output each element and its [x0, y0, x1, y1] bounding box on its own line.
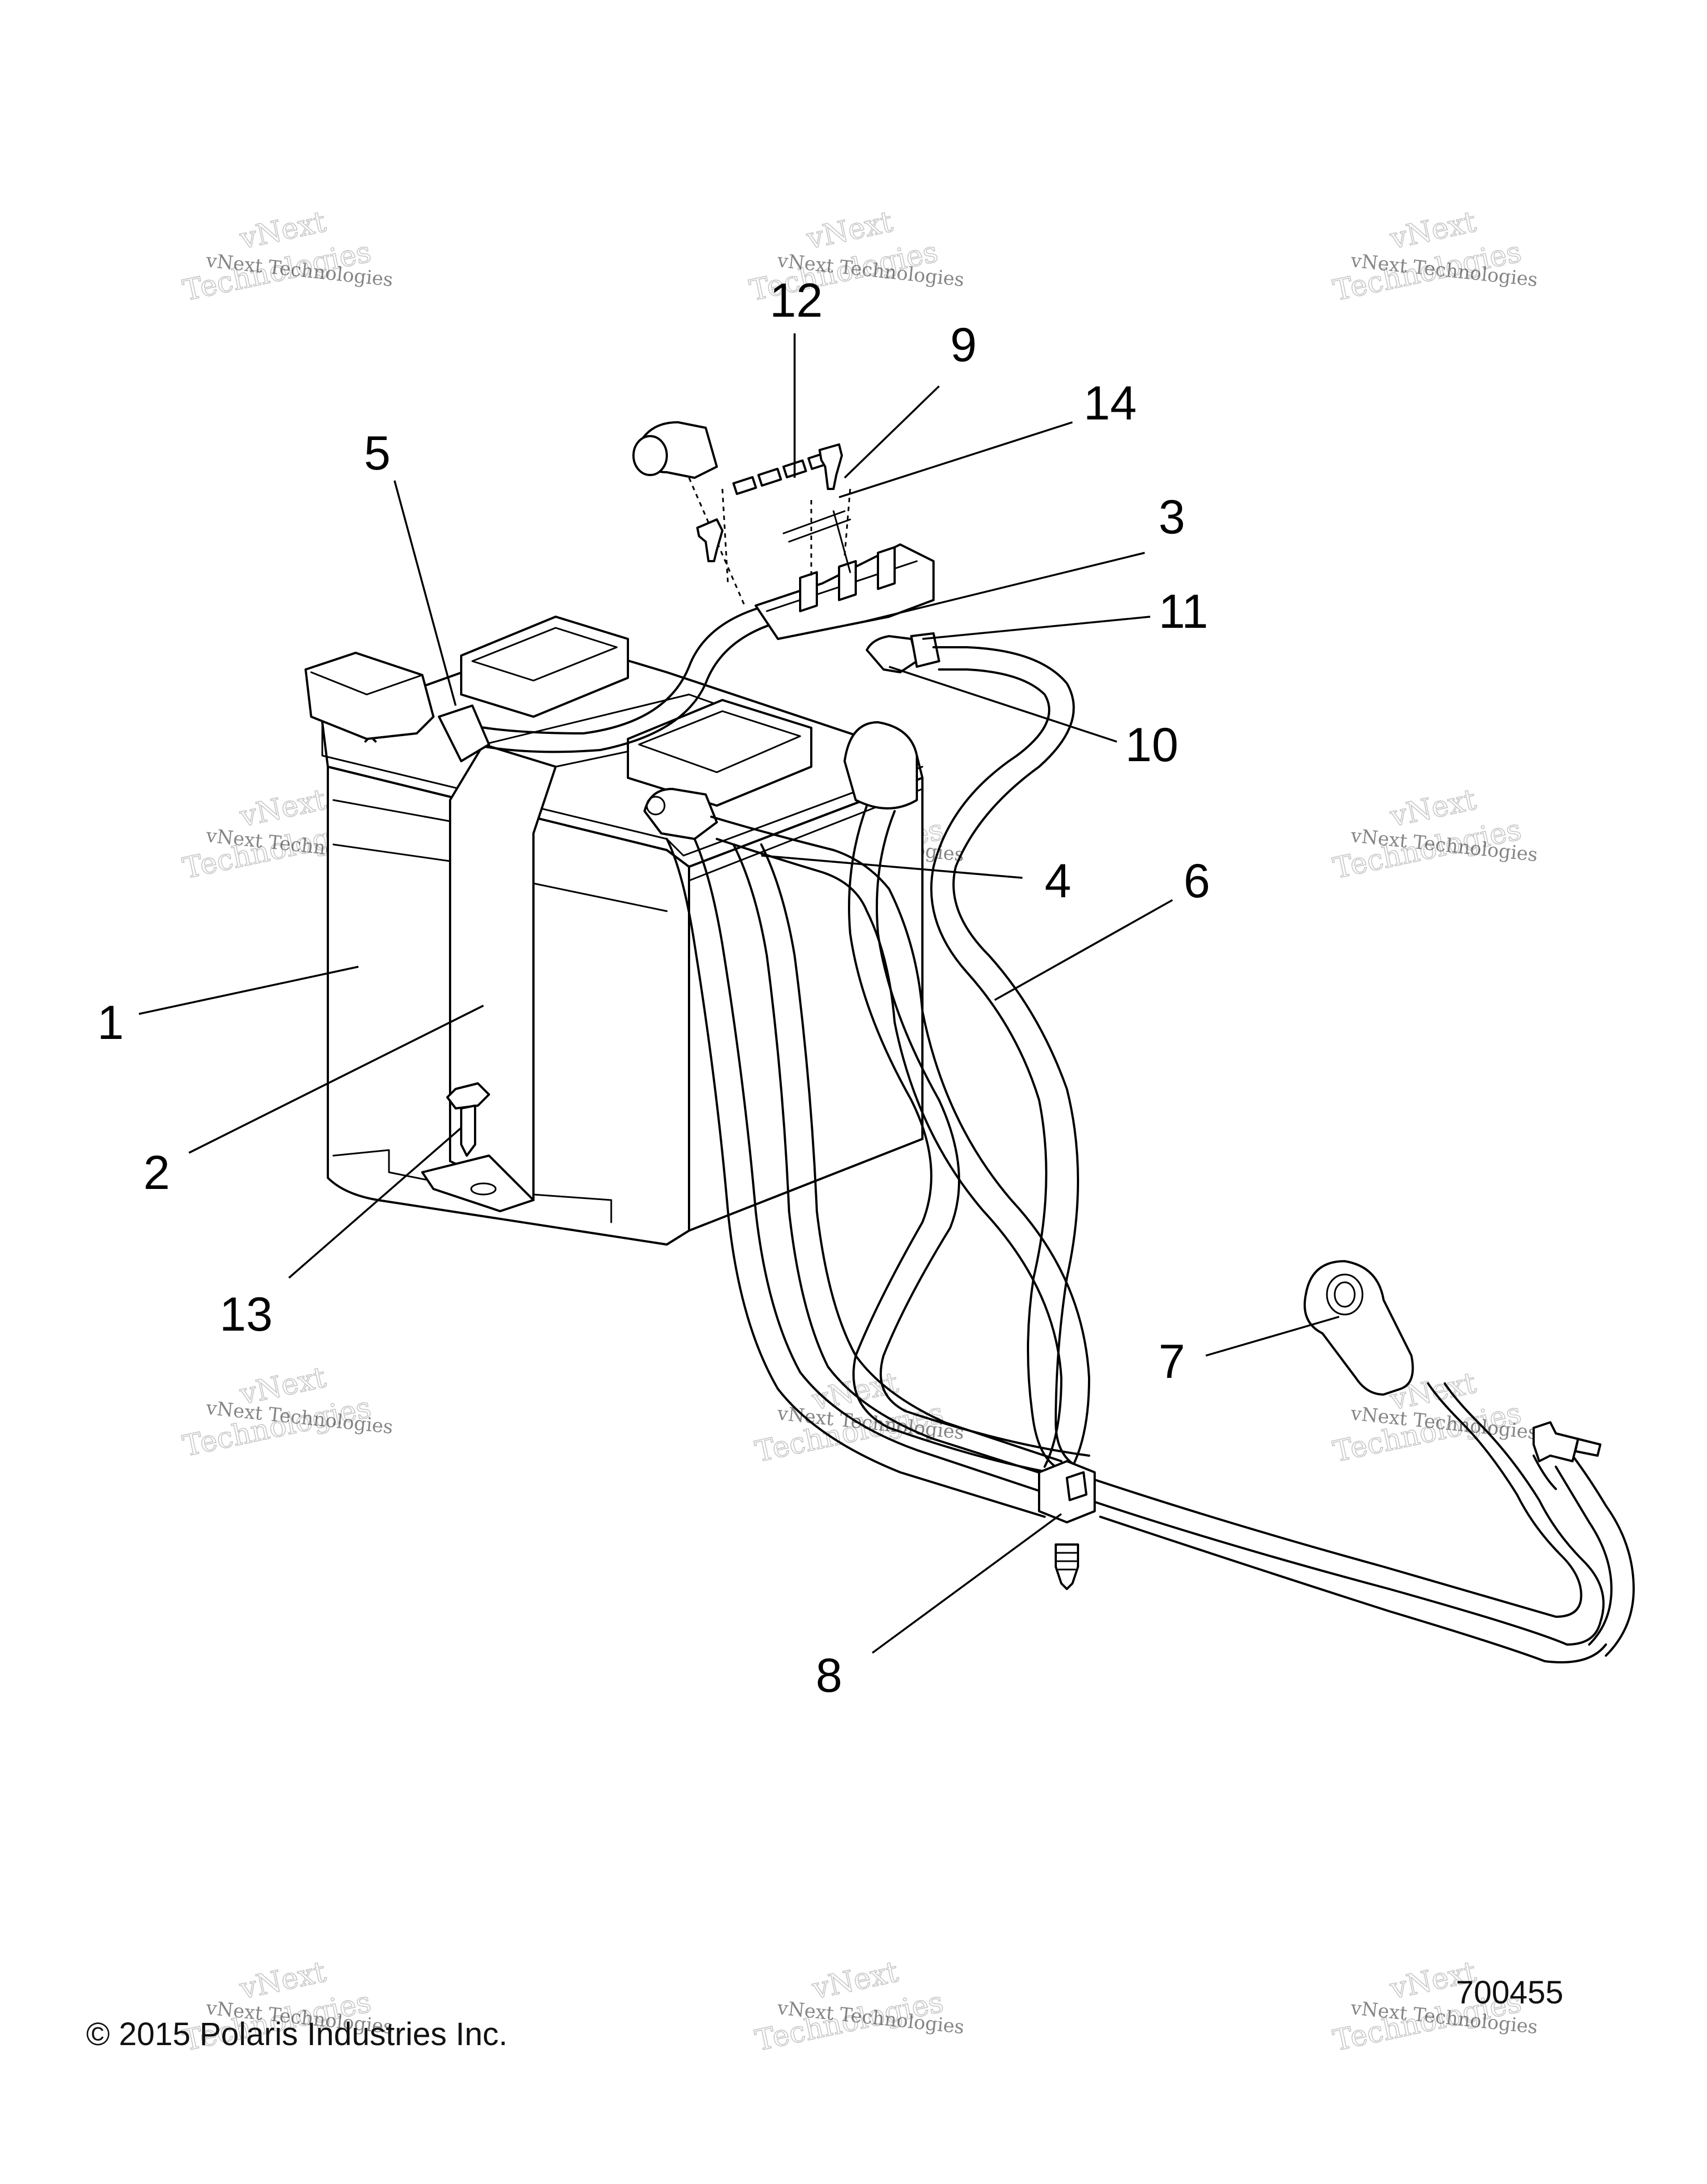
- mini-fuse: [757, 467, 782, 487]
- leader-3: [861, 552, 1145, 623]
- callout-6: 6: [1184, 854, 1210, 908]
- boot-round: [843, 721, 918, 809]
- right-vent-cap: [627, 699, 812, 807]
- fuse-stud-1: [799, 571, 818, 612]
- callouts: 1 2 3 4 5 6 7 8 9 10 11 12 13 14: [97, 274, 1210, 1702]
- leader-6: [994, 899, 1173, 1001]
- fuse-screws: [696, 443, 843, 562]
- battery-base-step: [332, 1149, 612, 1223]
- watermark: vNext Technologies: [179, 205, 375, 308]
- fuse-cover-end: [632, 435, 668, 476]
- callout-8: 8: [816, 1649, 842, 1702]
- leader-7: [1205, 1316, 1340, 1357]
- fuse-bracket: [782, 510, 851, 573]
- left-vent-cap: [460, 616, 629, 718]
- cable-negative: [666, 838, 1062, 1518]
- callout-1: 1: [97, 996, 124, 1049]
- cable-5: [438, 588, 823, 762]
- leader-5: [393, 480, 457, 706]
- callout-5: 5: [364, 427, 391, 480]
- callout-14: 14: [1084, 377, 1137, 430]
- copyright-text: © 2015 Polaris Industries Inc.: [86, 2016, 508, 2052]
- leader-1: [138, 966, 359, 1015]
- terminal-boot-left: [305, 652, 435, 740]
- leader-8: [871, 1513, 1062, 1654]
- boot-edge: [310, 671, 423, 696]
- left-vent-inner: [471, 627, 618, 682]
- terminal-nut-10: [866, 632, 940, 673]
- strap-foot-hole: [470, 1182, 497, 1196]
- figure-number: 700455: [1456, 1975, 1564, 2011]
- harness-clip: [1038, 1460, 1096, 1590]
- watermark: vNext Technologies: [746, 205, 941, 308]
- callout-9: 9: [950, 318, 977, 372]
- leader-11: [922, 616, 1151, 640]
- leader-13: [288, 1127, 462, 1279]
- assembly-line: [721, 488, 729, 584]
- fuse-stud-3: [877, 546, 896, 590]
- pin-connector: [1533, 1421, 1601, 1490]
- battery-front-band: [332, 799, 668, 912]
- fuse-cover-part: [632, 421, 718, 479]
- leader-4: [761, 854, 1023, 879]
- ring-terminal-lug: [1304, 1260, 1414, 1396]
- cable-4: [643, 788, 1090, 1468]
- watermark: vNext Technologies: [752, 1955, 947, 2058]
- callout-12: 12: [770, 274, 823, 327]
- screw-left: [696, 518, 723, 562]
- mini-fuse: [732, 476, 757, 496]
- fuse-stud-2: [838, 560, 857, 601]
- leader-2: [188, 1004, 484, 1154]
- callout-2: 2: [143, 1146, 170, 1200]
- lower-harness: [1088, 1382, 1635, 1663]
- right-vent-inner: [638, 710, 801, 773]
- ring-terminal-hole: [1326, 1273, 1364, 1316]
- leader-lines: [138, 333, 1340, 1654]
- screw-right: [818, 443, 843, 490]
- callout-13: 13: [219, 1288, 273, 1341]
- strap-bolt: [446, 1082, 490, 1157]
- mini-fuses: [732, 451, 832, 496]
- callout-3: 3: [1159, 491, 1185, 544]
- terminal-boot-right: [843, 721, 918, 809]
- callout-7: 7: [1159, 1335, 1185, 1388]
- callout-11: 11: [1159, 585, 1208, 638]
- ring-terminal: [1304, 1260, 1414, 1396]
- leader-10: [889, 666, 1117, 743]
- lid-vents: [460, 616, 812, 807]
- assembly-line: [688, 477, 746, 606]
- cable-boot-right: [848, 804, 1090, 1479]
- boot-body: [305, 652, 435, 740]
- callout-4: 4: [1045, 854, 1071, 908]
- assembly-line: [843, 488, 851, 556]
- callout-10: 10: [1125, 718, 1179, 772]
- cable-5-terminal: [438, 704, 490, 762]
- cable-6: [930, 646, 1079, 1468]
- terminal-bolt: [646, 796, 666, 816]
- leader-14: [838, 421, 1073, 498]
- leader-9: [843, 385, 940, 479]
- clip-fastener: [1055, 1543, 1079, 1590]
- fuse-holder: [755, 543, 935, 640]
